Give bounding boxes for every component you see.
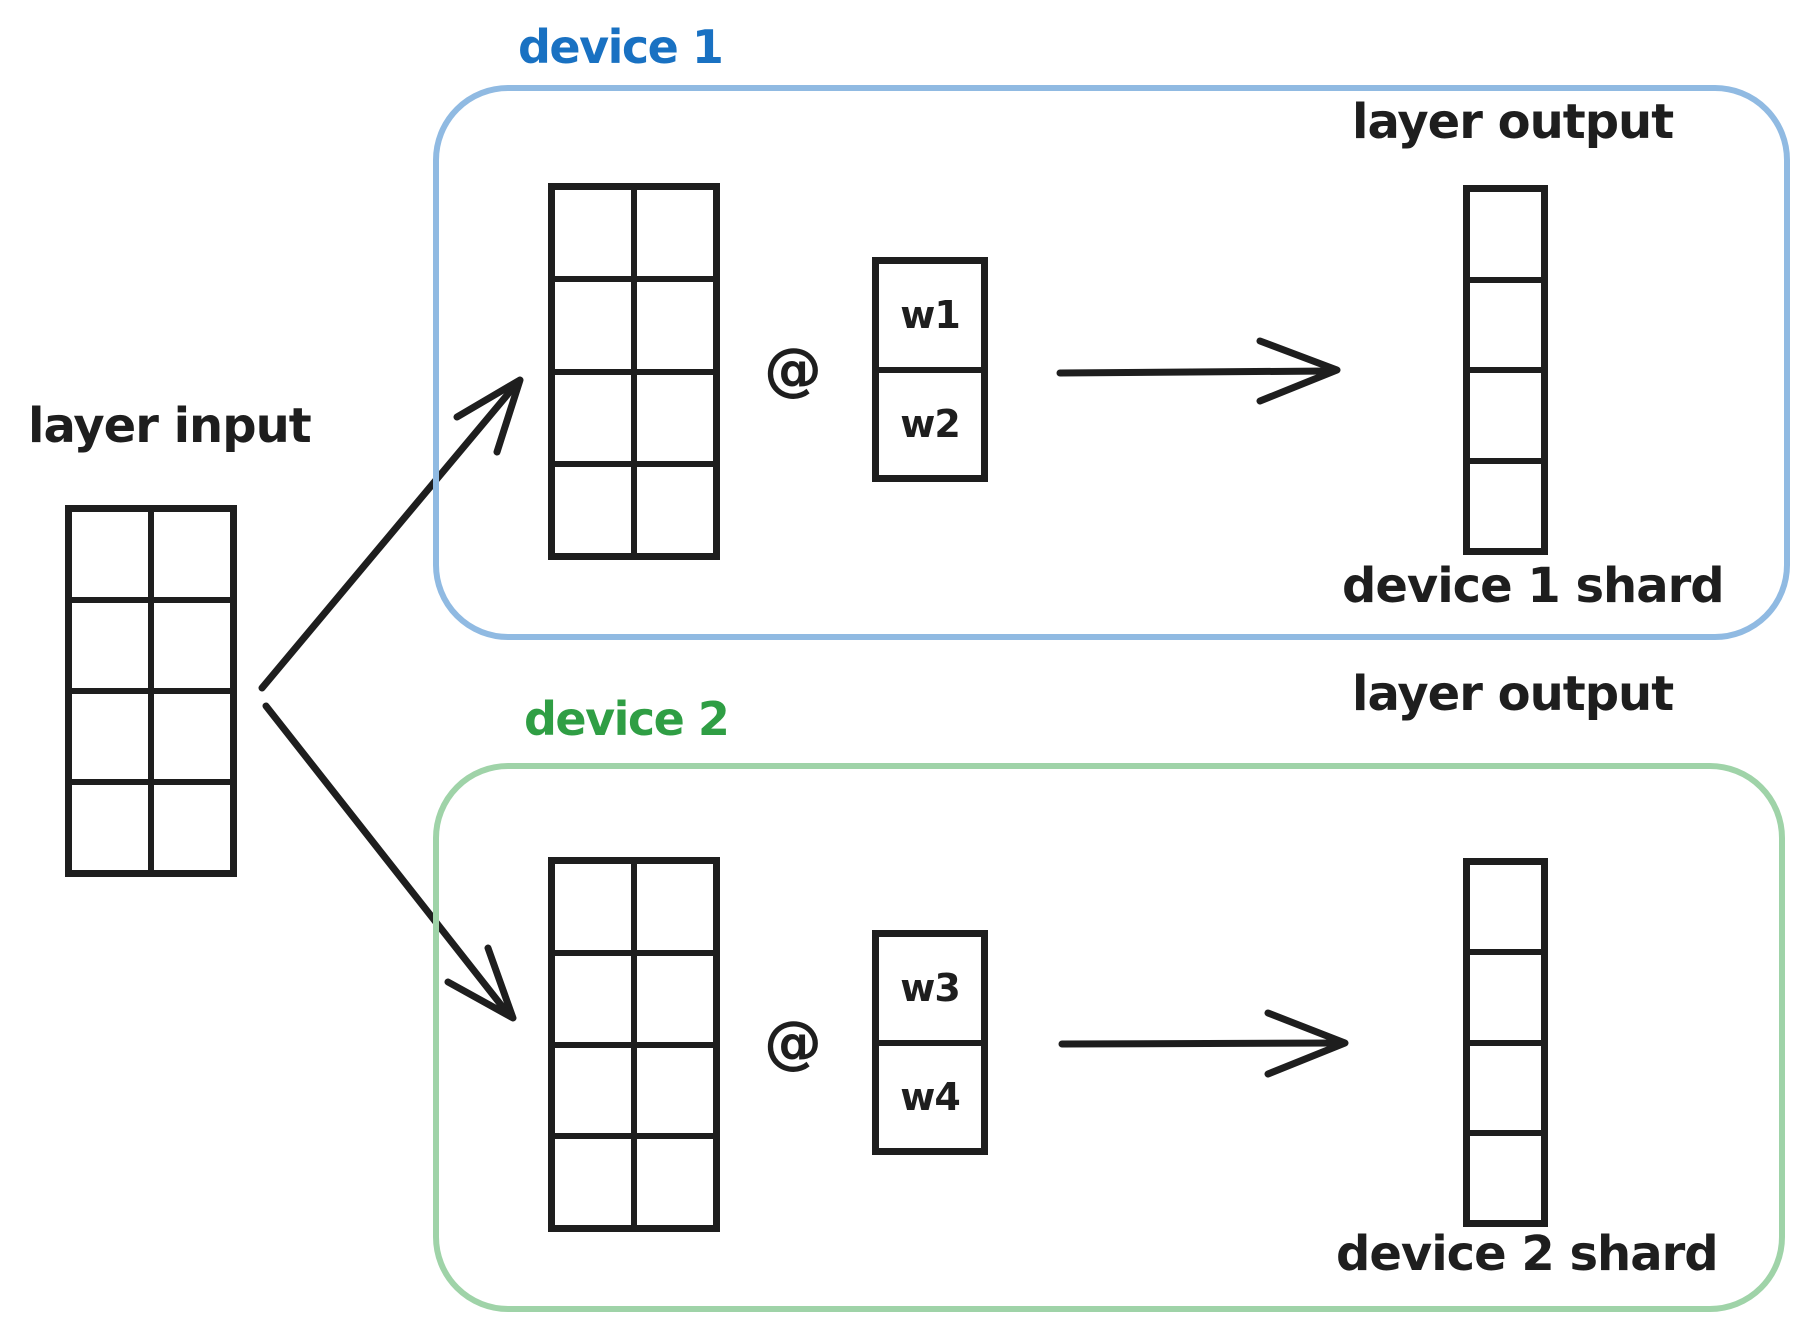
matrix-cell	[637, 466, 713, 553]
matrix-cell	[555, 955, 631, 1042]
matrix-cell	[1470, 1045, 1541, 1130]
matrix-cell	[555, 282, 631, 369]
device2-title: device 2	[524, 692, 730, 746]
matrix-cell	[1470, 192, 1541, 277]
weight-cell-w1: w1	[879, 264, 981, 367]
device1-box	[433, 85, 1790, 640]
device1-weight-matrix: w1 w2	[872, 257, 988, 482]
device1-layer-output-label: layer output	[1352, 94, 1674, 150]
matrix-cell	[637, 955, 713, 1042]
arrow-device1-matmul-to-output-head	[1256, 337, 1341, 405]
matrix-cell	[1470, 373, 1541, 458]
matrix-cell	[637, 374, 713, 461]
matrix-cell	[1470, 865, 1541, 950]
device2-weight-matrix: w3 w4	[872, 930, 988, 1155]
matrix-cell	[72, 512, 148, 597]
matrix-cell	[154, 785, 230, 870]
weight-label-w1: w1	[900, 293, 961, 338]
arrow-device1-matmul-to-output-shaft	[1056, 367, 1334, 377]
matrix-cell	[72, 603, 148, 688]
matrix-cell	[72, 694, 148, 779]
device2-activation-matrix	[548, 857, 720, 1232]
arrow-input-to-device2-shaft	[262, 702, 509, 1014]
device1-matmul-operator: @	[764, 335, 822, 403]
matrix-cell	[555, 864, 631, 950]
matrix-cell	[637, 864, 713, 950]
weight-label-w2: w2	[900, 401, 961, 446]
weight-label-w3: w3	[900, 966, 961, 1011]
matrix-cell	[555, 1139, 631, 1225]
matrix-cell	[637, 1139, 713, 1225]
device2-output-vector	[1463, 858, 1548, 1227]
device2-layer-output-label: layer output	[1352, 666, 1674, 722]
matrix-cell	[555, 466, 631, 553]
arrow-input-to-device2-head	[444, 944, 517, 1022]
matrix-cell	[555, 1047, 631, 1134]
matrix-cell	[637, 1047, 713, 1134]
matrix-cell	[555, 190, 631, 277]
weight-cell-w2: w2	[879, 372, 981, 475]
matrix-cell	[637, 190, 713, 277]
matrix-cell	[154, 603, 230, 688]
device1-activation-matrix	[548, 183, 720, 560]
device2-box	[433, 763, 1785, 1312]
weight-cell-w4: w4	[879, 1045, 981, 1148]
matrix-cell	[637, 282, 713, 369]
arrow-input-to-device1-head	[453, 376, 524, 456]
arrow-device2-matmul-to-output-head	[1264, 1009, 1349, 1078]
matrix-cell	[72, 785, 148, 870]
layer-input-matrix	[65, 505, 237, 877]
layer-input-label: layer input	[28, 398, 312, 454]
device2-shard-label: device 2 shard	[1336, 1226, 1719, 1282]
matrix-cell	[555, 374, 631, 461]
arrow-device2-matmul-to-output-shaft	[1058, 1039, 1342, 1048]
device1-shard-label: device 1 shard	[1342, 558, 1725, 614]
matrix-cell	[1470, 955, 1541, 1040]
matrix-cell	[1470, 282, 1541, 367]
matrix-cell	[154, 512, 230, 597]
arrow-input-to-device1-shaft	[258, 384, 517, 692]
device1-title: device 1	[518, 20, 724, 74]
matrix-cell	[1470, 1135, 1541, 1220]
weight-cell-w3: w3	[879, 937, 981, 1040]
matrix-cell	[154, 694, 230, 779]
device1-output-vector	[1463, 185, 1548, 555]
matrix-cell	[1470, 463, 1541, 548]
device2-matmul-operator: @	[764, 1008, 822, 1076]
weight-label-w4: w4	[900, 1074, 961, 1119]
